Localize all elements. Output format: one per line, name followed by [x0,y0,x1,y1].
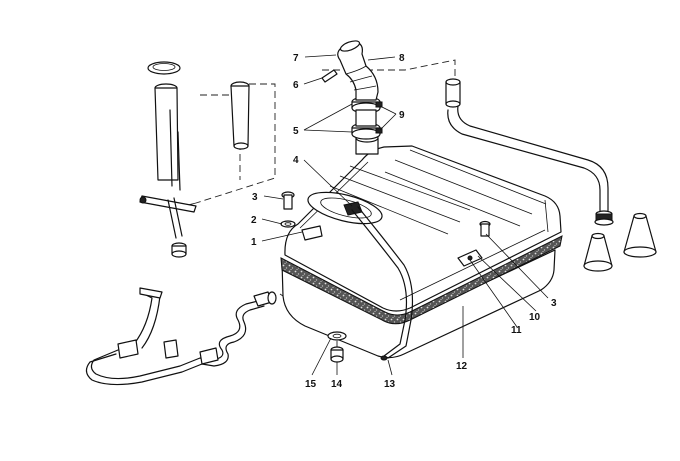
callout-15: 15 [305,379,317,390]
fuel-sender-pipe [139,61,197,258]
filler-assembly [321,40,383,140]
callout-4: 4 [293,155,299,166]
callout-12: 12 [456,361,468,372]
callout-1: 1 [251,237,257,248]
fuel-line-13 [351,206,414,361]
filter-sleeve [230,81,250,150]
callout-3-right: 3 [551,298,557,309]
callout-10: 10 [529,312,541,323]
callout-labels: 1 2 3 3 4 5 6 7 8 9 10 11 12 13 14 15 [251,53,557,390]
fuel-tank [280,133,563,359]
fasteners [280,191,491,363]
callout-13: 13 [384,379,396,390]
callout-14: 14 [331,379,343,390]
callout-5: 5 [293,126,299,137]
fuel-return-line [85,287,277,386]
callout-7: 7 [293,53,299,64]
callout-3-left: 3 [252,192,258,203]
callout-2: 2 [251,215,257,226]
vent-hose-assembly [445,78,657,272]
callout-11: 11 [511,325,522,336]
callout-6: 6 [293,80,299,91]
callout-9: 9 [399,110,405,121]
callout-8: 8 [399,53,405,64]
leader-lines [261,54,549,376]
